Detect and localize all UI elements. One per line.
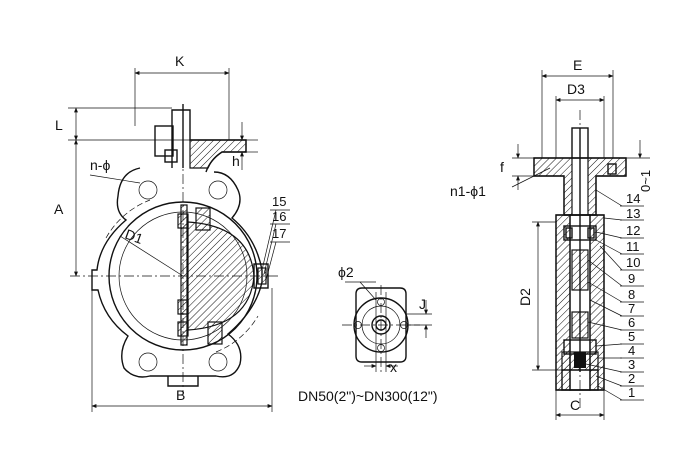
part-number-2: 2 bbox=[628, 371, 635, 386]
flange-detail-view: ϕ2 J x DN50(2")~DN300(12") bbox=[298, 264, 438, 404]
part-number-12: 12 bbox=[626, 223, 640, 238]
dim-c-label: C bbox=[570, 397, 580, 413]
part-number-17: 17 bbox=[272, 226, 286, 241]
dim-b-label: B bbox=[176, 387, 185, 403]
size-range-label: DN50(2")~DN300(12") bbox=[298, 388, 438, 404]
dim-n-phi-label: n-ϕ bbox=[90, 157, 110, 173]
part-number-3: 3 bbox=[628, 357, 635, 372]
part-number-4: 4 bbox=[628, 343, 635, 358]
part-number-5: 5 bbox=[628, 329, 635, 344]
front-view: K L h n-ϕ A D1 B 15 16 17 bbox=[54, 53, 290, 412]
part-number-10: 10 bbox=[626, 255, 640, 270]
dim-l-label: L bbox=[55, 117, 63, 133]
side-part-leaders bbox=[585, 189, 644, 401]
dim-d1-label: D1 bbox=[123, 226, 145, 247]
dim-e-label: E bbox=[573, 57, 582, 73]
dim-d2-label: D2 bbox=[517, 288, 533, 306]
dim-a-label: A bbox=[54, 201, 64, 217]
dim-d3-label: D3 bbox=[567, 81, 585, 97]
part-number-1: 1 bbox=[628, 385, 635, 400]
dim-x-label: x bbox=[390, 359, 397, 375]
part-number-8: 8 bbox=[628, 287, 635, 302]
dim-k-label: K bbox=[175, 53, 185, 69]
dim-f-label: f bbox=[500, 159, 504, 175]
part-number-15: 15 bbox=[272, 194, 286, 209]
part-number-6: 6 bbox=[628, 315, 635, 330]
part-number-14: 14 bbox=[626, 191, 640, 206]
dim-h-label: h bbox=[232, 153, 240, 169]
part-number-16: 16 bbox=[272, 209, 286, 224]
dim-tolerance-label: 0~1 bbox=[638, 170, 653, 192]
dim-j-label: J bbox=[419, 296, 426, 312]
part-number-11: 11 bbox=[626, 239, 640, 254]
dim-phi2-label: ϕ2 bbox=[338, 264, 354, 280]
side-view: E D3 f n1-ϕ1 0~1 D2 C 14 13 12 11 10 9 8… bbox=[450, 57, 653, 420]
part-number-7: 7 bbox=[628, 301, 635, 316]
dim-n1-phi1-label: n1-ϕ1 bbox=[450, 183, 486, 199]
part-number-9: 9 bbox=[628, 271, 635, 286]
part-number-13: 13 bbox=[626, 206, 640, 221]
